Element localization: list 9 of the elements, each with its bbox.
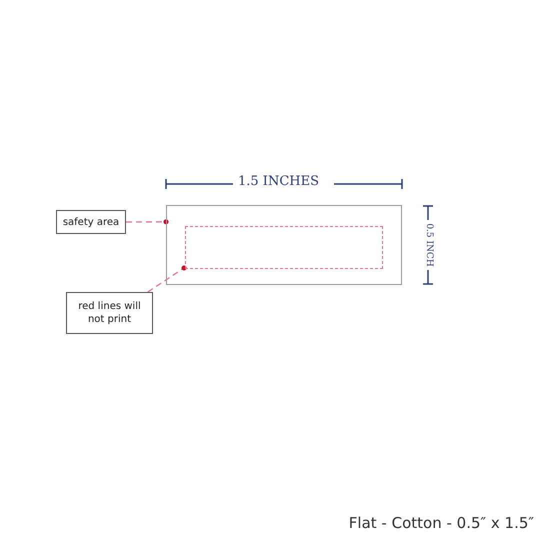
safety-area-outline bbox=[185, 226, 383, 269]
caption-text: Flat - Cotton - 0.5″ x 1.5″ bbox=[348, 514, 534, 532]
leader-line bbox=[147, 266, 186, 292]
callout-box: safety area bbox=[56, 210, 126, 234]
dimension-label: 1.5 INCHES bbox=[238, 174, 319, 189]
dimension-label: 0.5 INCH bbox=[424, 223, 434, 267]
callout-box: red lines will not print bbox=[66, 292, 153, 334]
label-outline bbox=[166, 205, 402, 285]
leader-line bbox=[126, 219, 168, 224]
